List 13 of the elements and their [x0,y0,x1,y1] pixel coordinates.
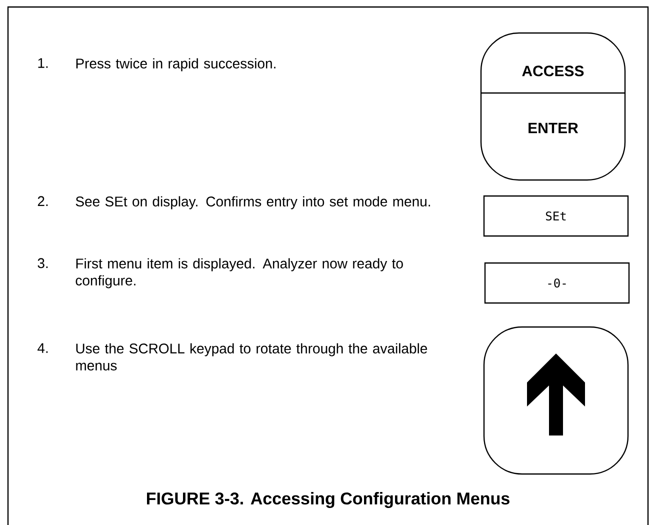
display-box: -0- [484,262,630,304]
key-button: ACCESS ENTER [480,32,626,181]
step-number: 2. [38,196,48,206]
step-number: 4. [38,343,48,353]
step-number: 3. [38,258,48,268]
step-text: First menu item is displayed. Analyzer now ready to configure. [76,258,403,288]
step-text: Use the SCROLL keypad to rotate through the available menus [76,343,428,370]
step-number: 1. [38,58,48,68]
step-text: See SEt on display. Confirms entry into set mode menu. [76,196,430,210]
display-box: SEt [483,195,629,237]
scroll-key [483,326,629,475]
figure-caption: FIGURE 3-3. Accessing Configuration Menus [147,492,510,508]
step-text: Press twice in rapid succession. [76,58,276,72]
